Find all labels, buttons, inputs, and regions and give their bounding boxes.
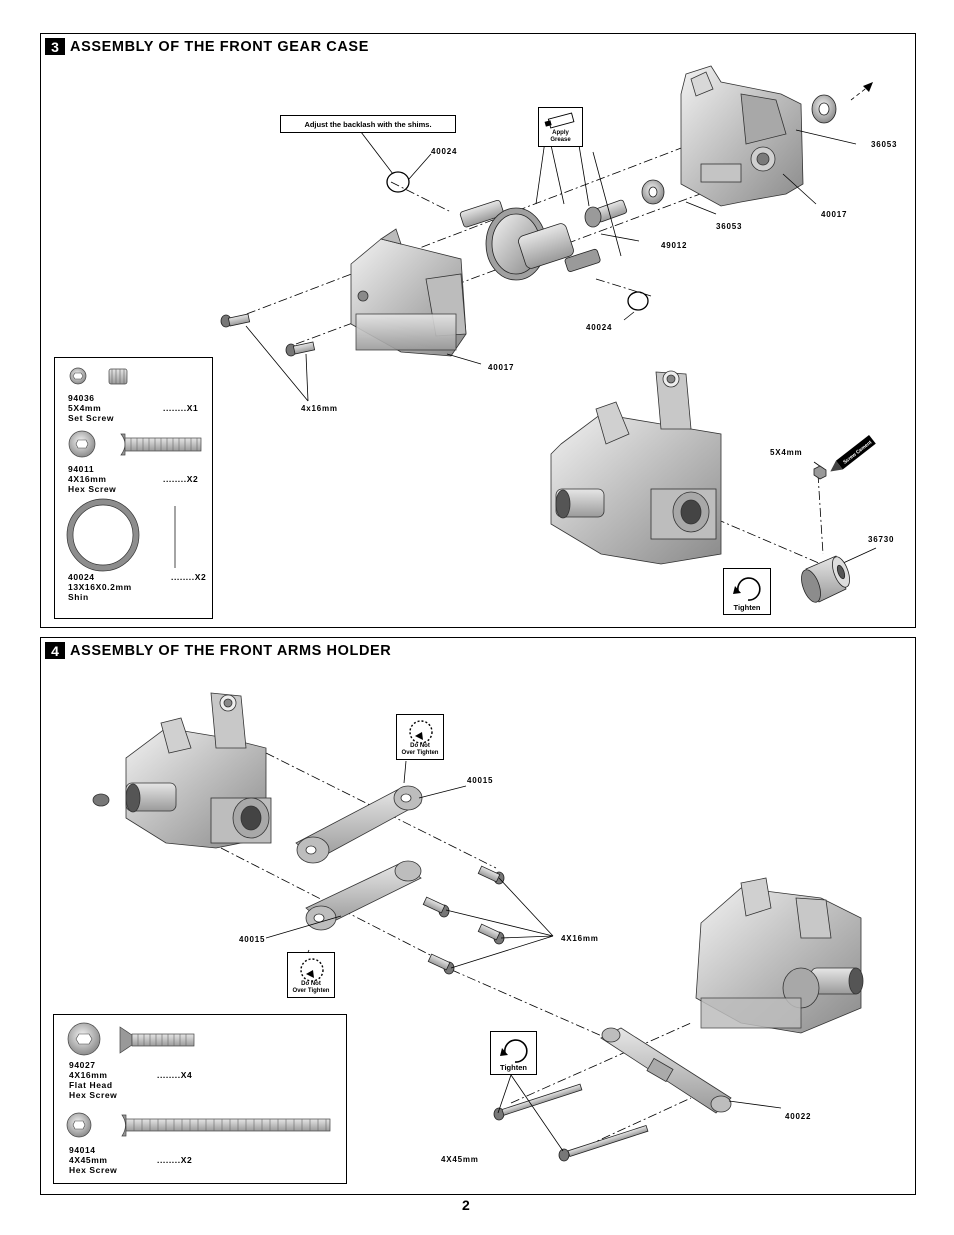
tighten-label-step4: Tighten (500, 1063, 527, 1072)
screw-4x16-lower (285, 341, 316, 357)
screw-4x45-upper (493, 1083, 583, 1121)
label-40015-bottom: 40015 (239, 935, 266, 944)
qty-94027: ........X4 (157, 1070, 193, 1080)
pinion-gear-49012 (584, 199, 628, 228)
step3-exploded-diagram: Screw Cement (220, 65, 877, 603)
tighten-rotate-icon (500, 1039, 528, 1063)
gear-case-rear-40017 (680, 65, 804, 207)
arm-holder-40015-lower (305, 860, 422, 931)
tighten-callout-step3: Tighten (723, 568, 771, 615)
screw-4x16-b (422, 896, 450, 918)
hex-screw-4x45-icon (66, 1112, 331, 1138)
step3-panel: 3 ASSEMBLY OF THE FRONT GEAR CASE (40, 33, 916, 628)
set-screw-icon (69, 367, 128, 385)
step3-number: 3 (45, 38, 65, 55)
do-not-line2-bottom: Over Tighten (292, 988, 330, 994)
shim-ring-icon (66, 498, 176, 572)
label-36730: 36730 (868, 535, 895, 544)
label-49012: 49012 (661, 241, 688, 250)
shim-40024-bottom (627, 291, 649, 311)
screw-4x16-a (477, 865, 505, 885)
label-40017-left: 40017 (488, 363, 515, 372)
tighten-callout-step4: Tighten (490, 1031, 537, 1075)
set-screw-5x4 (813, 465, 827, 480)
qty-94036: ........X1 (163, 403, 199, 413)
tighten-rotate-icon (733, 577, 761, 601)
screw-4x16-upper (220, 313, 251, 328)
do-not-line1-bottom: Do Not (301, 981, 321, 987)
do-not-line2-top: Over Tighten (401, 750, 439, 756)
qty-40024: ........X2 (171, 572, 207, 582)
qty-94011: ........X2 (163, 474, 199, 484)
bearing-36053-inner (641, 179, 665, 205)
step3-parts-icons (66, 367, 202, 572)
arm-holder-40022 (600, 1027, 732, 1114)
screw-4x16-d (427, 953, 455, 975)
label-4x16mm-step4: 4X16mm (561, 934, 599, 943)
gear-case-right (695, 877, 864, 1034)
label-40024-top: 40024 (431, 147, 458, 156)
step3-header: 3 ASSEMBLY OF THE FRONT GEAR CASE (45, 38, 369, 55)
step4-parts-icons (66, 1022, 331, 1138)
do-not-tighten-icon (409, 720, 433, 744)
tighten-label-step3: Tighten (733, 603, 761, 612)
label-4x16mm: 4x16mm (301, 404, 338, 413)
step4-exploded-diagram (92, 692, 864, 1162)
page-number: 2 (462, 1197, 470, 1213)
screw-cement-tube: Screw Cement (830, 434, 876, 472)
label-36053-mid: 36053 (716, 222, 743, 231)
step4-number: 4 (45, 642, 65, 659)
differential-assembly (459, 199, 601, 281)
label-4x45mm: 4X45mm (441, 1155, 479, 1164)
drive-cup-36730 (801, 555, 850, 603)
label-40024-bottom: 40024 (586, 323, 613, 332)
grease-tube-icon (544, 112, 575, 129)
label-40022: 40022 (785, 1112, 812, 1121)
grease-line2: Grease (550, 137, 571, 143)
label-40015-top: 40015 (467, 776, 494, 785)
step4-title: ASSEMBLY OF THE FRONT ARMS HOLDER (70, 642, 392, 659)
do-not-line1-top: Do Not (410, 743, 430, 749)
step4-header: 4 ASSEMBLY OF THE FRONT ARMS HOLDER (45, 642, 391, 659)
step3-title: ASSEMBLY OF THE FRONT GEAR CASE (70, 38, 369, 55)
step4-panel: 4 ASSEMBLY OF THE FRONT ARMS HOLDER (40, 637, 916, 1195)
flat-head-screw-icon (67, 1022, 195, 1056)
backlash-callout: Adjust the backlash with the shims. (280, 115, 456, 133)
hex-screw-4x16-icon (68, 430, 202, 458)
screw-4x16-c (477, 923, 505, 945)
grease-line1: Apply (552, 130, 569, 136)
shim-40024-top (386, 171, 410, 193)
label-36053-right: 36053 (871, 140, 898, 149)
do-not-tighten-icon (300, 958, 324, 982)
label-40017-right: 40017 (821, 210, 848, 219)
bearing-36053-outer (811, 94, 837, 124)
gear-case-left (92, 692, 272, 849)
assembled-gear-case (550, 370, 722, 565)
label-5x4mm: 5X4mm (770, 448, 803, 457)
qty-94014: ........X2 (157, 1155, 193, 1165)
gear-case-front-40017 (350, 228, 467, 357)
screw-4x45-lower (558, 1124, 649, 1162)
arm-holder-40015-upper (295, 785, 423, 864)
